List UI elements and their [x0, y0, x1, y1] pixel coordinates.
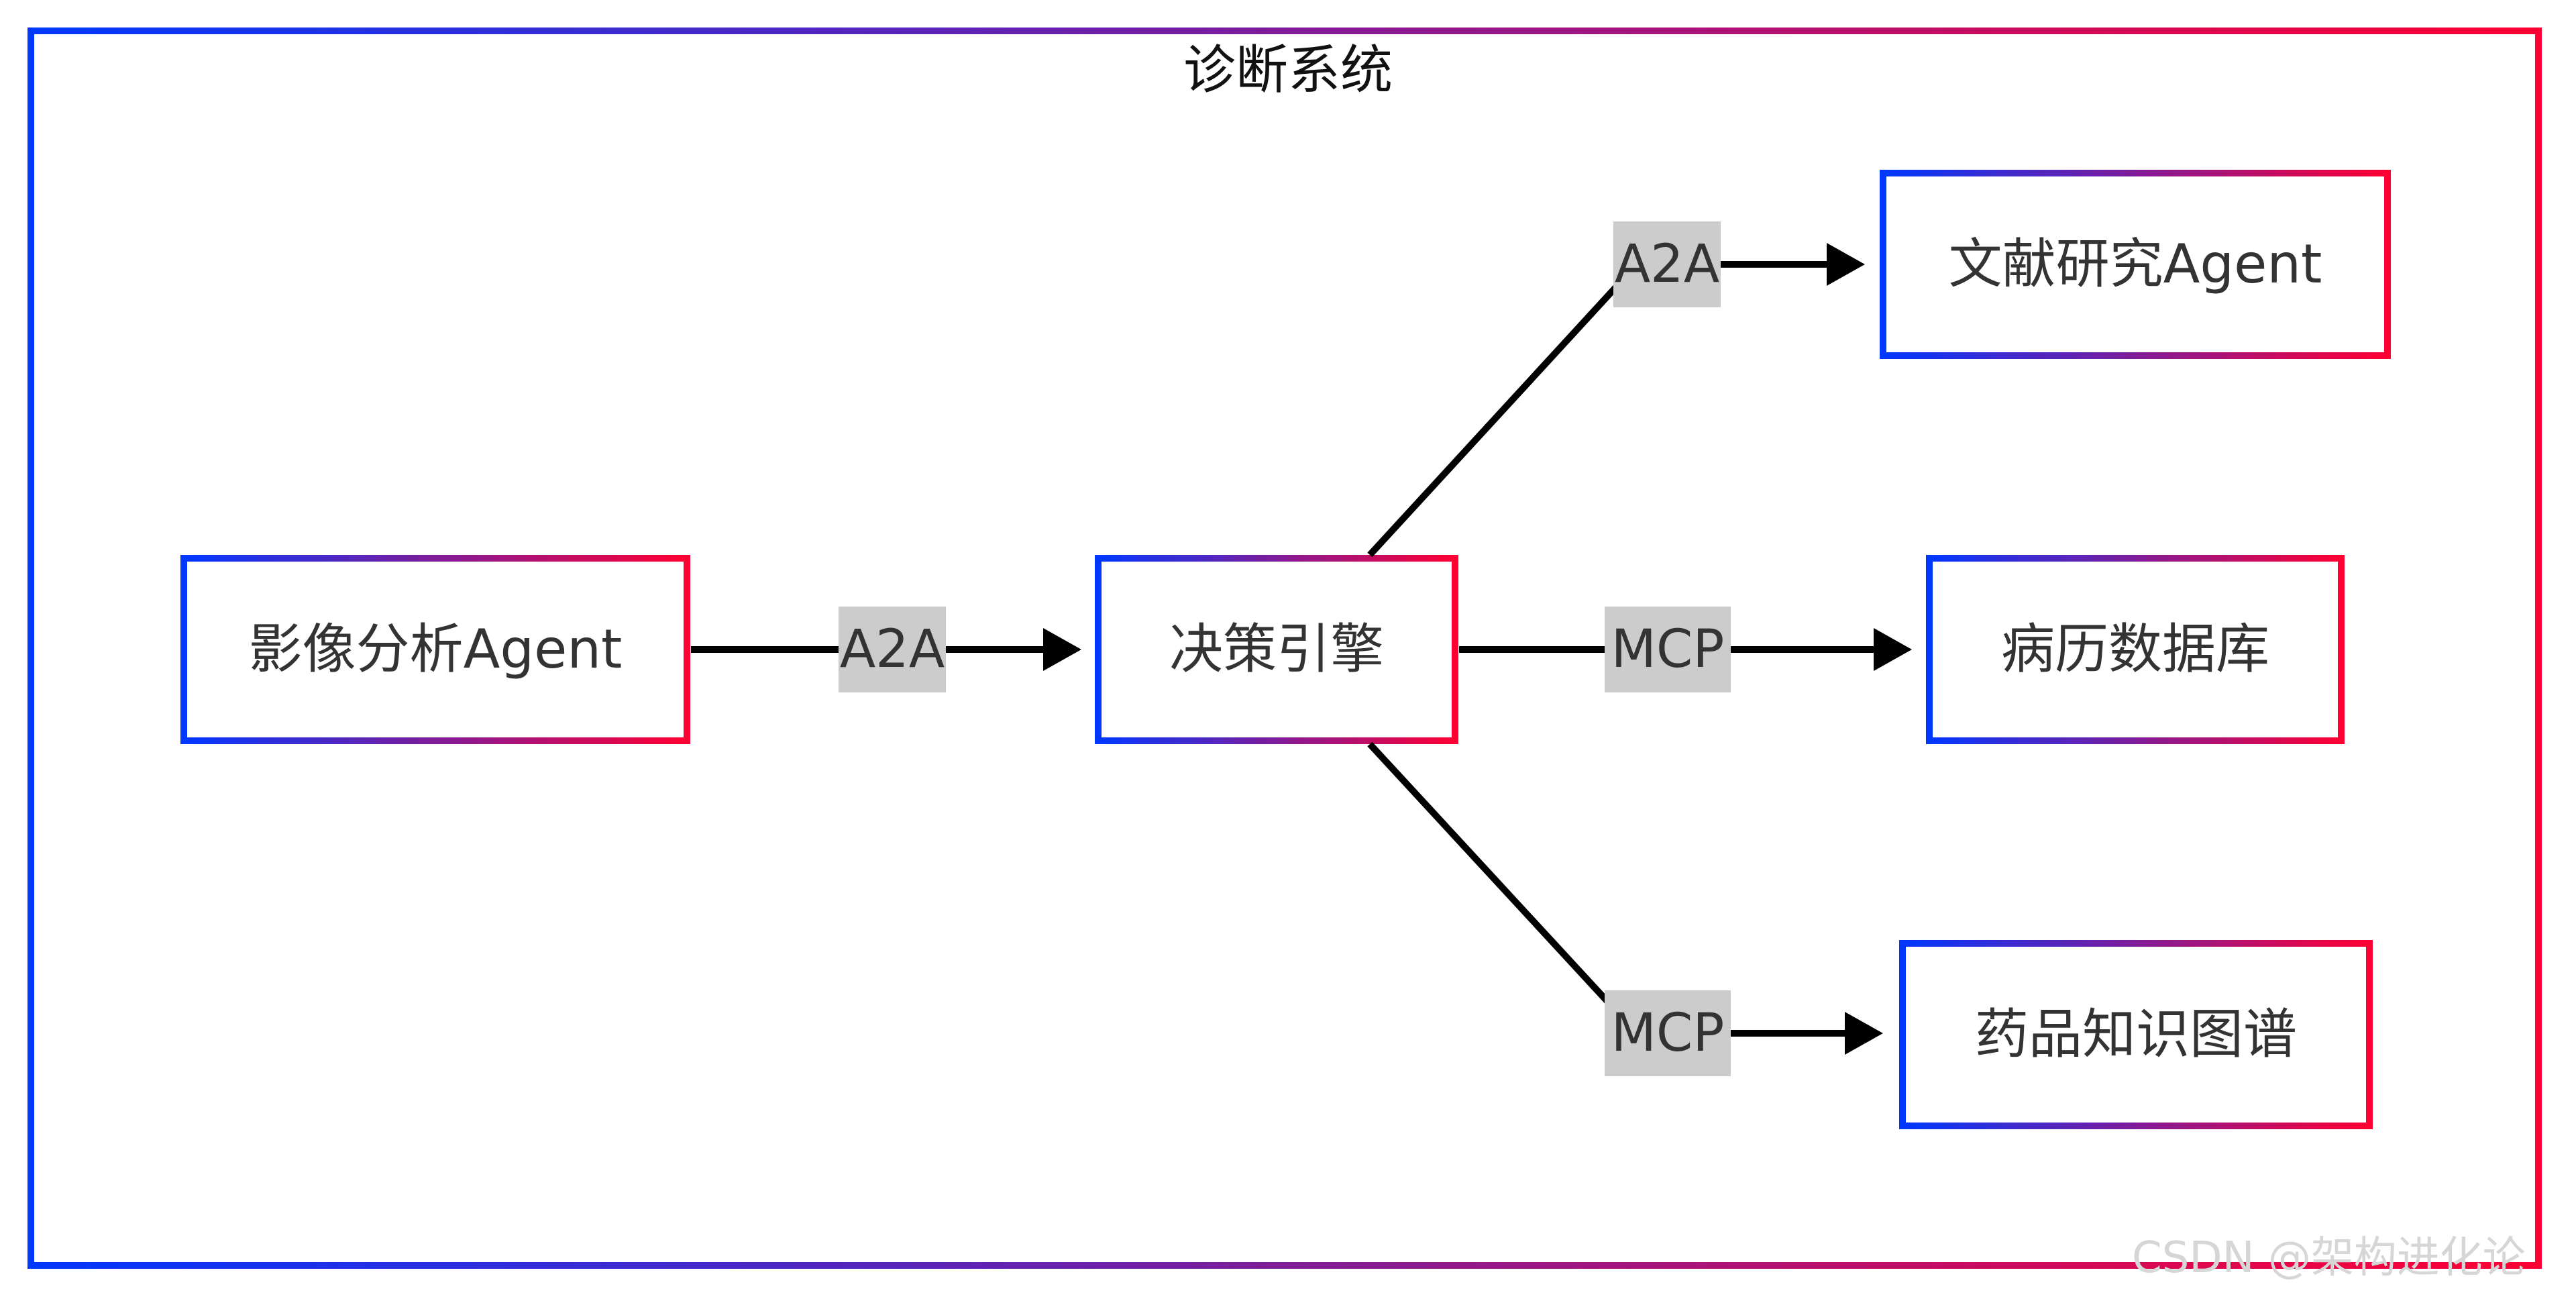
node-literature-box[interactable]: [1880, 170, 2391, 359]
watermark: CSDN @架构进化论: [2132, 1233, 2526, 1283]
edge-label-decision-literature: A2A: [1613, 221, 1721, 307]
node-decision-box[interactable]: [1095, 555, 1458, 744]
edge-label-imaging-decision: A2A: [839, 607, 946, 692]
node-drugs-label: 药品知识图谱: [1975, 1003, 2297, 1065]
node-records-label: 病历数据库: [2001, 618, 2269, 680]
edge-label-decision-drugs: MCP: [1605, 990, 1731, 1076]
diagram-title: 诊断系统: [1183, 40, 1393, 101]
edge-label-decision-records: MCP: [1605, 607, 1731, 692]
arrowhead-icon: [1845, 1012, 1883, 1055]
node-imaging-box[interactable]: [180, 555, 690, 744]
node-decision-label: 决策引擎: [1169, 618, 1384, 680]
node-imaging-label: 影像分析Agent: [248, 618, 623, 680]
arrowhead-icon: [1874, 628, 1912, 671]
system-container: [28, 28, 2542, 1269]
arrowhead-icon: [1043, 628, 1081, 671]
node-records-box[interactable]: [1926, 555, 2345, 744]
arrowhead-icon: [1827, 243, 1865, 286]
node-drugs-box[interactable]: [1899, 940, 2373, 1129]
node-literature-label: 文献研究Agent: [1948, 233, 2322, 295]
